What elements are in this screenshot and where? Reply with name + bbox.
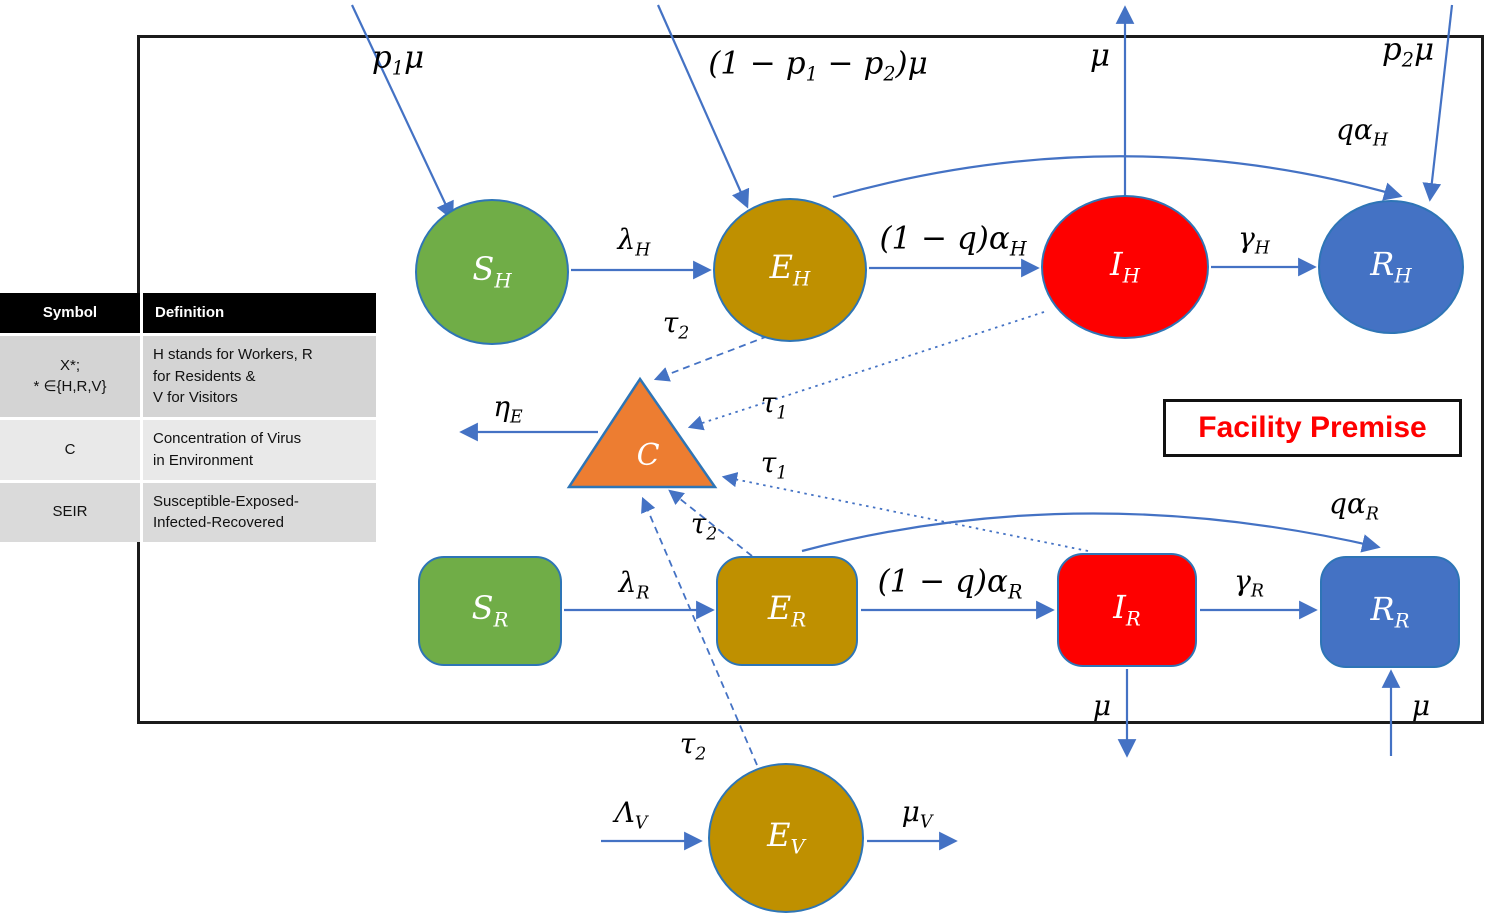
node-S-H: SH (415, 199, 569, 345)
label-q-alpha-h: qαH (1336, 113, 1388, 151)
label-q-alpha-r: qαR (1329, 487, 1379, 525)
node-S-R: SR (418, 556, 562, 666)
label-mu-v: μV (901, 795, 933, 833)
node-R-R: RR (1320, 556, 1460, 668)
legend-row1-definition: H stands for Workers, R for Residents & … (143, 335, 376, 417)
node-E-R-label: ER (767, 588, 807, 632)
label-gamma-r: γR (1234, 564, 1264, 602)
label-lambda-v: ΛV (614, 796, 648, 834)
legend-header-symbol: Symbol (0, 293, 140, 333)
node-C: C (566, 376, 718, 490)
node-I-H-label: IH (1110, 244, 1140, 288)
label-tau2-eh: τ2 (662, 306, 690, 344)
label-eta-e: ηE (493, 390, 523, 428)
node-S-H-label: SH (472, 249, 512, 293)
node-E-V: EV (708, 763, 864, 913)
node-E-H-label: EH (769, 247, 811, 291)
node-E-V-label: EV (767, 815, 805, 859)
label-tau2-ev: τ2 (679, 727, 707, 765)
label-mu-ih-out: μ (1089, 37, 1111, 74)
label-lambda-r: λR (618, 566, 650, 604)
label-mu-rr-in: μ (1411, 689, 1431, 722)
node-E-H: EH (713, 198, 867, 342)
legend-row1-symbol: X*; * ∈{H,R,V} (0, 335, 140, 417)
legend-row2-symbol: C (0, 420, 140, 480)
label-tau1-ih: τ1 (760, 386, 788, 424)
label-tau2-er: τ2 (690, 507, 718, 545)
node-I-H: IH (1041, 195, 1209, 339)
node-I-R: IR (1057, 553, 1197, 667)
label-birth-eh: (1 − p1 − p2)μ (708, 45, 928, 86)
node-R-H: RH (1318, 200, 1464, 334)
facility-premise-label: Facility Premise (1198, 411, 1427, 444)
legend-table: Symbol Definition X*; * ∈{H,R,V} H stand… (0, 293, 376, 542)
label-mu-ir-out: μ (1092, 689, 1112, 722)
node-S-R-label: SR (471, 588, 509, 632)
label-inc-h: (1 − q)αH (879, 220, 1027, 261)
legend-row3-symbol: SEIR (0, 482, 140, 542)
label-lambda-h: λH (617, 223, 651, 261)
facility-premise-label-box: Facility Premise (1163, 399, 1462, 457)
node-C-label: C (636, 437, 660, 473)
label-inc-r: (1 − q)αR (877, 563, 1023, 604)
triangle-shape (566, 376, 718, 489)
label-p1mu: p1μ (371, 39, 425, 80)
legend-row3-definition: Susceptible-Exposed- Infected-Recovered (143, 482, 376, 542)
label-p2mu: p2μ (1381, 31, 1435, 72)
node-E-R: ER (716, 556, 858, 666)
label-tau1-ir: τ1 (760, 446, 788, 484)
label-gamma-h: γH (1238, 221, 1270, 259)
legend-header-definition: Definition (143, 293, 376, 333)
node-R-R-label: RR (1370, 589, 1410, 633)
node-R-H-label: RH (1370, 244, 1412, 288)
legend-row2-definition: Concentration of Virus in Environment (143, 420, 376, 480)
node-I-R-label: IR (1113, 587, 1141, 631)
